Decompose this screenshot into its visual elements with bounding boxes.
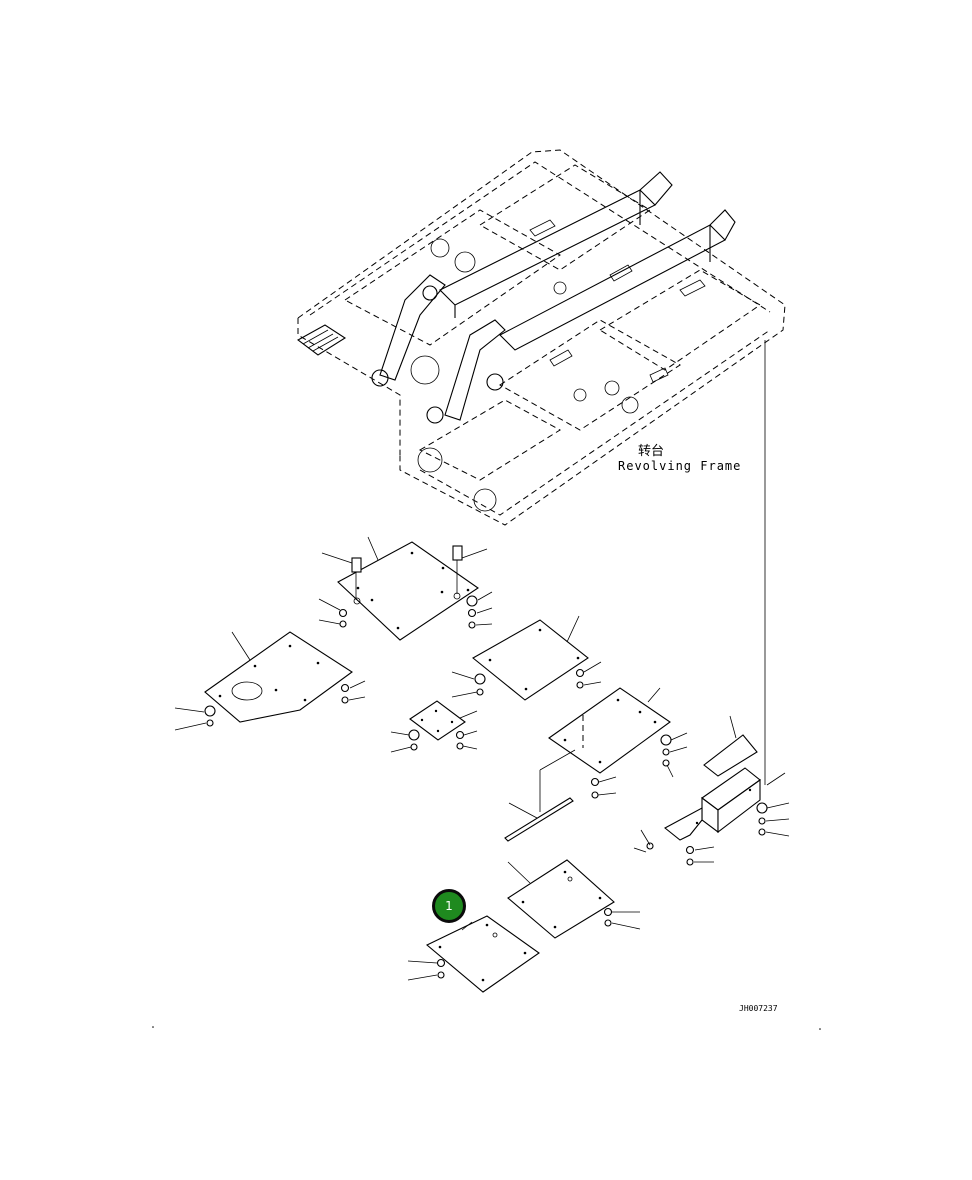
cover-plate-e (504, 687, 688, 842)
drawing-id-label: JH007237 (739, 1004, 778, 1013)
cover-plate-c (390, 700, 478, 753)
corner-mark (819, 1028, 821, 1030)
revolving-frame (296, 149, 786, 785)
cover-plate-a (318, 536, 493, 641)
frame-name-en-label: Revolving Frame (618, 459, 742, 473)
cover-plate-b (174, 631, 366, 731)
corner-mark (152, 1026, 154, 1028)
box-bracket (633, 715, 790, 866)
part-callout-1[interactable]: 1 (432, 889, 466, 923)
part-callout-number: 1 (445, 899, 453, 913)
cover-plate-g (407, 915, 540, 993)
cover-plate-d (451, 615, 602, 701)
cover-plate-f (507, 859, 641, 939)
frame-name-cn-label: 转台 (638, 444, 665, 459)
